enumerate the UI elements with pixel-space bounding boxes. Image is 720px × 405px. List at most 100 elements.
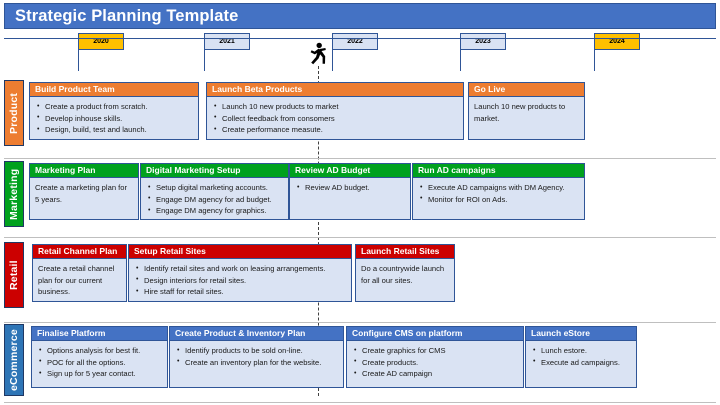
task-bullet-item: Engage DM agency for graphics.: [146, 205, 283, 217]
task-bullet-item: POC for all the options.: [37, 356, 162, 369]
task-card[interactable]: Configure CMS on platformCreate graphics…: [346, 326, 524, 388]
task-bullet-item: Execute ad campaigns.: [531, 356, 631, 369]
task-bullet-list: Lunch estore.Execute ad campaigns.: [531, 345, 631, 368]
task-bullet-list: Execute AD campaigns with DM Agency.Moni…: [418, 182, 579, 205]
task-card-title: Finalise Platform: [32, 327, 167, 341]
title-bar: Strategic Planning Template: [4, 3, 716, 29]
task-card-title: Create Product & Inventory Plan: [170, 327, 343, 341]
task-card[interactable]: Build Product TeamCreate a product from …: [29, 82, 199, 140]
task-bullet-item: Sign up for 5 year contact.: [37, 368, 162, 380]
page-title: Strategic Planning Template: [15, 7, 239, 25]
timeline-tick: [594, 50, 595, 71]
swimlane-divider: [4, 322, 716, 323]
task-bullet-list: Create a product from scratch.Develop in…: [35, 101, 193, 136]
task-card-body: Launch 10 new products to market.: [469, 97, 584, 127]
task-card-body: Create a product from scratch.Develop in…: [30, 97, 198, 139]
task-bullet-item: Create a product from scratch.: [35, 101, 193, 113]
task-bullet-list: Identify retail sites and work on leasin…: [134, 263, 346, 298]
task-description: Create a marketing plan for 5 years.: [35, 183, 128, 204]
task-card-body: Do a countrywide launch for all our site…: [356, 259, 454, 289]
timeline-tick: [204, 50, 205, 71]
timeline-year-label: 2024: [594, 33, 640, 50]
task-description: Launch 10 new products to market.: [474, 102, 566, 123]
task-bullet-item: Engage DM agency for ad budget.: [146, 193, 283, 206]
swimlane-ecommerce: eCommerce Finalise PlatformOptions analys…: [0, 324, 720, 402]
task-bullet-item: Develop inhouse skills.: [35, 112, 193, 125]
timeline-tick: [78, 50, 79, 71]
task-card[interactable]: Launch eStoreLunch estore.Execute ad cam…: [525, 326, 637, 388]
task-card-body: Create a retail channel plan for our cur…: [33, 259, 126, 301]
task-card-title: Review AD Budget: [290, 164, 410, 178]
task-bullet-list: Setup digital marketing accounts.Engage …: [146, 182, 283, 217]
task-bullet-list: Launch 10 new products to marketCollect …: [212, 101, 458, 136]
timeline-year-label: 2020: [78, 33, 124, 50]
task-card-title: Configure CMS on platform: [347, 327, 523, 341]
swimlane-divider: [4, 402, 716, 403]
timeline-year-label: 2023: [460, 33, 506, 50]
task-description: Create a retail channel plan for our cur…: [38, 264, 115, 296]
task-card-body: Identify products to be sold on-line.Cre…: [170, 341, 343, 371]
task-bullet-item: Create an inventory plan for the website…: [175, 356, 338, 369]
task-card[interactable]: Launch Beta ProductsLaunch 10 new produc…: [206, 82, 464, 140]
task-bullet-item: Execute AD campaigns with DM Agency.: [418, 182, 579, 194]
task-card[interactable]: Review AD BudgetReview AD budget.: [289, 163, 411, 220]
task-bullet-item: Create performance measute.: [212, 124, 458, 136]
task-bullet-item: Hire staff for retail sites.: [134, 286, 346, 298]
swimlane-label-ecommerce: eCommerce: [4, 324, 24, 396]
task-bullet-item: Identify products to be sold on-line.: [175, 345, 338, 357]
task-description: Do a countrywide launch for all our site…: [361, 264, 445, 285]
task-card-body: Options analysis for best fit.POC for al…: [32, 341, 167, 383]
task-bullet-item: Launch 10 new products to market: [212, 101, 458, 113]
task-bullet-item: Create AD campaign: [352, 368, 518, 380]
task-card-body: Launch 10 new products to marketCollect …: [207, 97, 463, 139]
task-card[interactable]: Digital Marketing SetupSetup digital mar…: [140, 163, 289, 220]
task-bullet-list: Identify products to be sold on-line.Cre…: [175, 345, 338, 368]
task-card[interactable]: Setup Retail SitesIdentify retail sites …: [128, 244, 352, 302]
swimlane-label-marketing: Marketing: [4, 161, 24, 227]
task-bullet-list: Options analysis for best fit.POC for al…: [37, 345, 162, 380]
swimlane-divider: [4, 158, 716, 159]
task-card[interactable]: Run AD campaignsExecute AD campaigns wit…: [412, 163, 585, 220]
task-bullet-item: Create graphics for CMS: [352, 345, 518, 357]
runner-icon: [306, 42, 328, 66]
task-card-title: Retail Channel Plan: [33, 245, 126, 259]
task-bullet-item: Lunch estore.: [531, 345, 631, 357]
task-card-title: Setup Retail Sites: [129, 245, 351, 259]
task-bullet-item: Design interiors for retail sites.: [134, 274, 346, 287]
task-card-title: Go Live: [469, 83, 584, 97]
task-card-body: Setup digital marketing accounts.Engage …: [141, 178, 288, 219]
task-card[interactable]: Create Product & Inventory PlanIdentify …: [169, 326, 344, 388]
task-card[interactable]: Finalise PlatformOptions analysis for be…: [31, 326, 168, 388]
timeline-tick: [460, 50, 461, 71]
task-card-body: Create graphics for CMSCreate products.C…: [347, 341, 523, 383]
task-bullet-item: Design, build, test and launch.: [35, 124, 193, 136]
current-date-line: [318, 66, 319, 396]
timeline-axis: [4, 38, 716, 39]
task-bullet-item: Monitor for ROI on Ads.: [418, 193, 579, 206]
task-bullet-list: Create graphics for CMSCreate products.C…: [352, 345, 518, 380]
task-bullet-list: Review AD budget.: [295, 182, 405, 194]
swimlane-label-product: Product: [4, 80, 24, 146]
task-card-title: Launch Beta Products: [207, 83, 463, 97]
task-card[interactable]: Launch Retail Sites Do a countrywide laun…: [355, 244, 455, 302]
task-bullet-item: Review AD budget.: [295, 182, 405, 194]
task-card-body: Create a marketing plan for 5 years.: [30, 178, 138, 208]
task-card-title: Marketing Plan: [30, 164, 138, 178]
task-card-body: Lunch estore.Execute ad campaigns.: [526, 341, 636, 371]
task-bullet-item: Collect feedback from consomers: [212, 112, 458, 125]
timeline-year-label: 2021: [204, 33, 250, 50]
task-card-title: Build Product Team: [30, 83, 198, 97]
task-card-body: Identify retail sites and work on leasin…: [129, 259, 351, 301]
swimlane-divider: [4, 237, 716, 238]
task-card-body: Review AD budget.: [290, 178, 410, 197]
task-card-title: Launch eStore: [526, 327, 636, 341]
task-card-title: Launch Retail Sites: [356, 245, 454, 259]
